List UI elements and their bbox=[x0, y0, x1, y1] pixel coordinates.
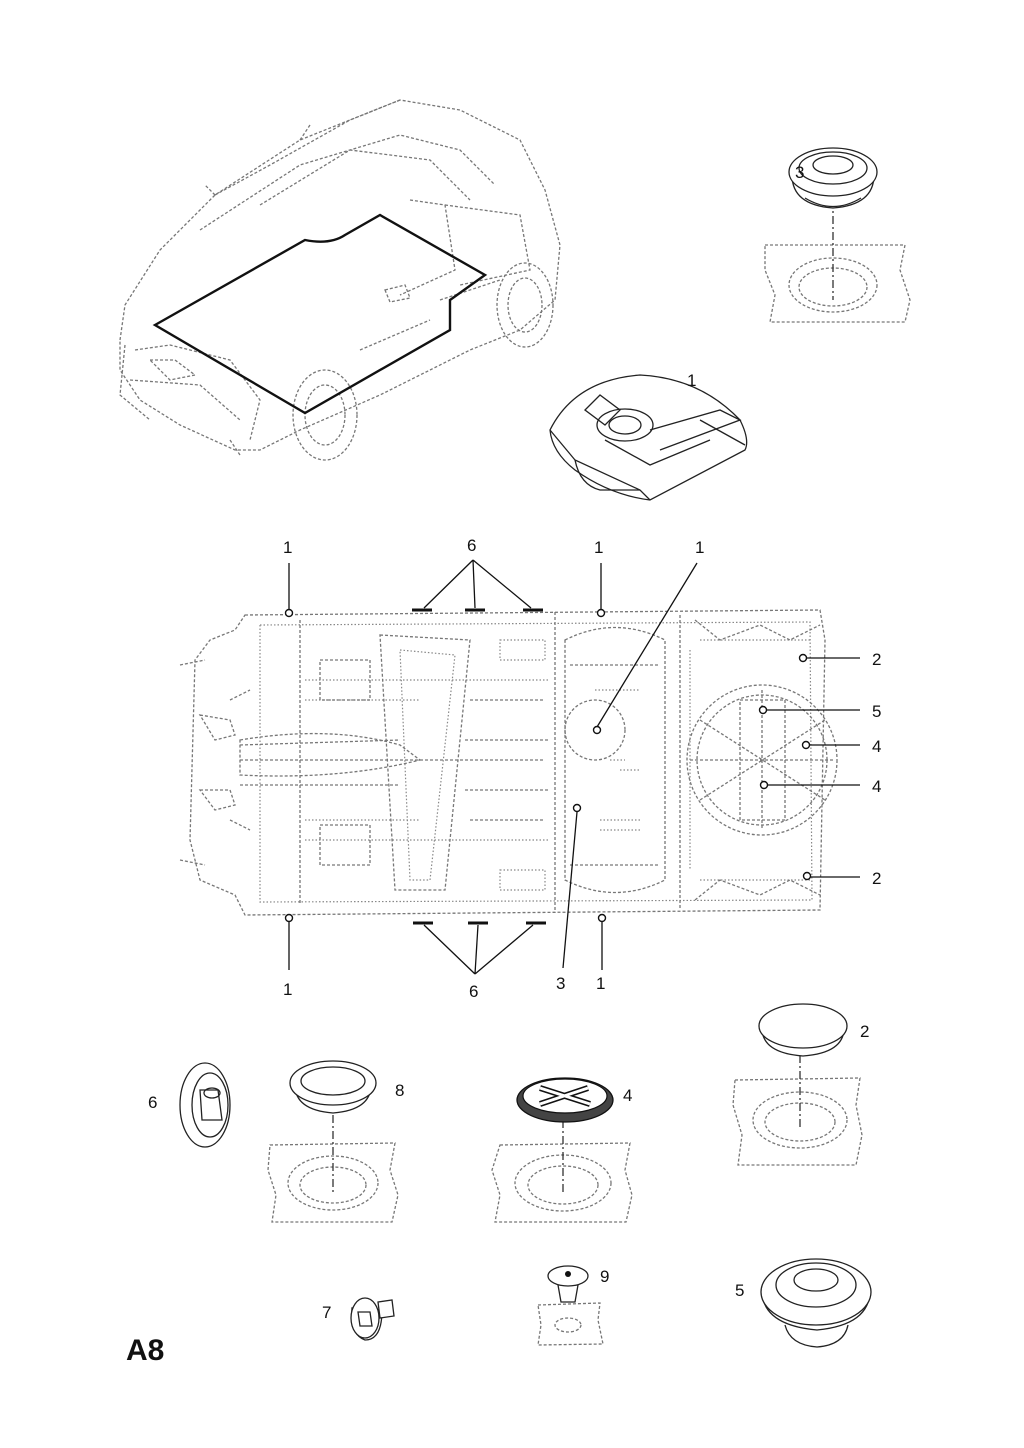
callout-1-plan-front-right: 1 bbox=[283, 980, 292, 999]
point-4-lower bbox=[759, 780, 769, 790]
callout-2-plan-lower: 2 bbox=[872, 869, 881, 888]
callout-3-plan: 3 bbox=[556, 974, 565, 993]
point-1-spare-well bbox=[592, 725, 602, 735]
part-3-plug-detail bbox=[764, 147, 911, 323]
callout-5-plan: 5 bbox=[872, 702, 881, 721]
callout-1-plan-spare-well: 1 bbox=[695, 538, 704, 557]
part-2-plug-detail bbox=[732, 1003, 863, 1166]
callout-2-plan-upper: 2 bbox=[872, 650, 881, 669]
point-1-rear-left bbox=[596, 608, 606, 618]
carpet-outline bbox=[152, 213, 488, 415]
point-2-lower bbox=[802, 871, 812, 881]
part-1-pad-detail bbox=[549, 374, 748, 501]
point-4-upper bbox=[801, 740, 811, 750]
callout-1-plan-rear-right: 1 bbox=[596, 974, 605, 993]
part-7-clip-detail bbox=[350, 1297, 395, 1341]
sheet-code: A8 bbox=[126, 1334, 164, 1367]
callout-9-detail: 9 bbox=[600, 1267, 609, 1286]
underbody-plan-illustration bbox=[179, 609, 838, 916]
point-5 bbox=[758, 705, 768, 715]
part-5-plug-detail bbox=[760, 1258, 872, 1348]
callout-6-plan-bottom: 6 bbox=[469, 982, 478, 1001]
callout-7-detail: 7 bbox=[322, 1303, 331, 1322]
part-4-plug-detail bbox=[491, 1077, 633, 1223]
callout-4-plan-lower: 4 bbox=[872, 777, 881, 796]
callout-4-detail: 4 bbox=[623, 1086, 632, 1105]
callout-1-plan-front-left: 1 bbox=[283, 538, 292, 557]
point-1-rear-right bbox=[597, 913, 607, 923]
point-2-upper bbox=[798, 653, 808, 663]
callout-1-plan-rear-left: 1 bbox=[594, 538, 603, 557]
callout-1-detail: 1 bbox=[687, 371, 696, 390]
callout-3-detail: 3 bbox=[795, 163, 804, 182]
point-3-floor bbox=[572, 803, 582, 813]
part-6-grommet-detail bbox=[179, 1062, 231, 1148]
callout-5-detail: 5 bbox=[735, 1281, 744, 1300]
plan-callout-leaders bbox=[284, 559, 860, 975]
callout-2-detail: 2 bbox=[860, 1022, 869, 1041]
callout-6-plan-top: 6 bbox=[467, 536, 476, 555]
car-perspective-illustration bbox=[119, 99, 561, 461]
callout-4-plan-upper: 4 bbox=[872, 737, 881, 756]
callout-labels: 3 1 1 6 1 1 2 5 4 4 2 1 6 3 1 6 8 4 2 7 … bbox=[126, 163, 881, 1367]
point-1-front-right bbox=[284, 913, 294, 923]
callout-6-detail: 6 bbox=[148, 1093, 157, 1112]
part-8-plug-detail bbox=[267, 1060, 399, 1223]
point-1-front-left bbox=[284, 608, 294, 618]
part-9-clip-detail bbox=[537, 1265, 604, 1346]
callout-8-detail: 8 bbox=[395, 1081, 404, 1100]
